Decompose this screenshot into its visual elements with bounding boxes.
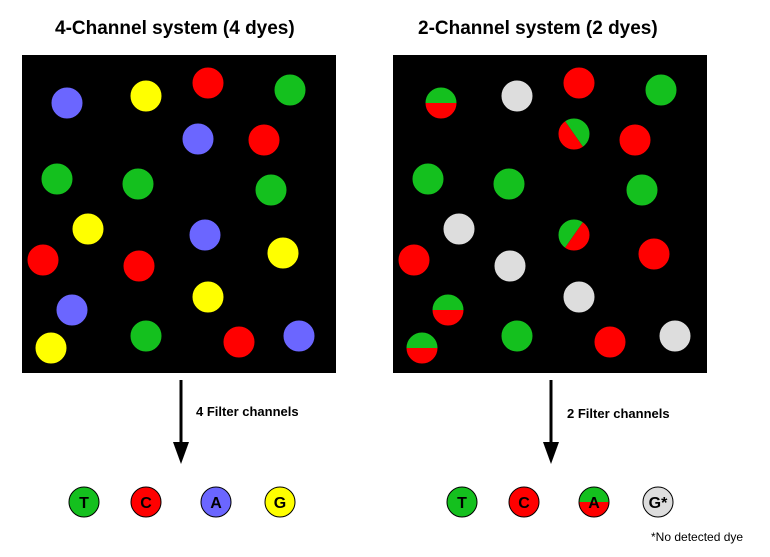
two-channel-panel (393, 55, 707, 373)
cluster-red (191, 66, 225, 100)
cluster-gray (442, 212, 476, 246)
cluster-yellow (191, 280, 225, 314)
base-G-circle: G (264, 486, 296, 518)
cluster-yellow (266, 236, 300, 270)
four-channel-panel (22, 55, 336, 373)
cluster-red (247, 123, 281, 157)
right-title: 2-Channel system (2 dyes) (418, 18, 658, 39)
cluster-blue (188, 218, 222, 252)
cluster-green (644, 73, 678, 107)
cluster-red (26, 243, 60, 277)
cluster-gray (562, 280, 596, 314)
cluster-yellow (129, 79, 163, 113)
base-G-circle: G* (642, 486, 674, 518)
cluster-red (562, 66, 596, 100)
base-letter: C (140, 495, 152, 512)
cluster-yellow (34, 331, 68, 365)
cluster-green (492, 167, 526, 201)
cluster-green (129, 319, 163, 353)
cluster-green (40, 162, 74, 196)
cluster-red (222, 325, 256, 359)
cluster-red (618, 123, 652, 157)
base-letter: A (210, 495, 222, 512)
cluster-blue (55, 293, 89, 327)
left-down-arrow (173, 380, 189, 464)
cluster-red (397, 243, 431, 277)
cluster-green (254, 173, 288, 207)
base-C-circle: C (130, 486, 162, 518)
base-letter: A (588, 495, 600, 512)
cluster-mixed (405, 331, 439, 365)
base-A-circle: A (200, 486, 232, 518)
base-letter: T (457, 495, 467, 512)
base-T-circle: T (446, 486, 478, 518)
cluster-mixed (431, 293, 465, 327)
two-channel-bases: T C A G* (446, 486, 674, 518)
left-filter-label: 4 Filter channels (196, 404, 299, 419)
cluster-mixed (557, 218, 591, 252)
left-title: 4-Channel system (4 dyes) (55, 18, 295, 39)
right-down-arrow (543, 380, 559, 464)
four-channel-clusters (26, 66, 316, 365)
cluster-mixed (557, 117, 591, 151)
base-letter: T (79, 495, 89, 512)
base-T-circle: T (68, 486, 100, 518)
base-letter: C (518, 495, 530, 512)
cluster-gray (500, 79, 534, 113)
base-letter: G (274, 495, 286, 512)
cluster-mixed (424, 86, 458, 120)
base-C-circle: C (508, 486, 540, 518)
cluster-green (121, 167, 155, 201)
cluster-red (122, 249, 156, 283)
cluster-blue (282, 319, 316, 353)
cluster-green (411, 162, 445, 196)
base-A-circle: A (578, 486, 610, 518)
cluster-yellow (71, 212, 105, 246)
cluster-gray (493, 249, 527, 283)
footnote: *No detected dye (651, 530, 744, 544)
two-channel-clusters (397, 66, 692, 365)
cluster-blue (50, 86, 84, 120)
cluster-green (273, 73, 307, 107)
right-filter-label: 2 Filter channels (567, 406, 670, 421)
cluster-red (593, 325, 627, 359)
cluster-gray (658, 319, 692, 353)
cluster-green (625, 173, 659, 207)
cluster-red (637, 237, 671, 271)
cluster-blue (181, 122, 215, 156)
base-letter: G* (649, 495, 668, 512)
cluster-green (500, 319, 534, 353)
